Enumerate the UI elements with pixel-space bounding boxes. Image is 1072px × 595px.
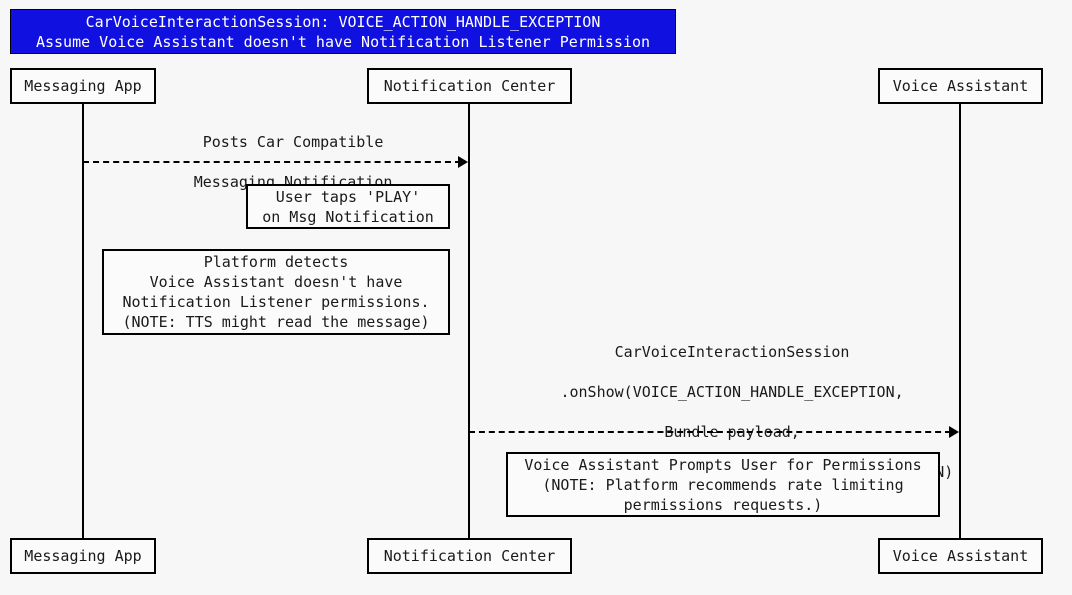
participant-notification-center-bottom[interactable]: Notification Center [367,538,572,574]
note-prompts-user: Voice Assistant Prompts User for Permiss… [506,452,940,517]
participant-label: Notification Center [383,77,556,95]
message-label-line-2: .onShow(VOICE_ACTION_HANDLE_EXCEPTION, [560,383,904,401]
participant-messaging-app-top[interactable]: Messaging App [10,68,156,104]
participant-messaging-app-bottom[interactable]: Messaging App [10,538,156,574]
diagram-title-banner: CarVoiceInteractionSession: VOICE_ACTION… [10,9,676,54]
note-line-2: (NOTE: Platform recommends rate limiting [542,475,904,494]
note-platform-detects: Platform detects Voice Assistant doesn't… [102,249,450,335]
lifeline-notification-center [468,104,470,538]
participant-label: Messaging App [24,77,142,95]
participant-label: Voice Assistant [892,77,1029,95]
participant-voice-assistant-top[interactable]: Voice Assistant [878,68,1043,104]
participant-label: Messaging App [24,547,142,565]
note-line-3: Notification Listener permissions. [122,293,430,311]
note-line-1: User taps 'PLAY' [275,187,421,206]
message-arrow-post-notification [83,161,461,163]
diagram-title-line-1: CarVoiceInteractionSession: VOICE_ACTION… [85,12,601,31]
lifeline-messaging-app [82,104,84,538]
participant-label: Notification Center [383,547,556,565]
participant-notification-center-top[interactable]: Notification Center [367,68,572,104]
participant-voice-assistant-bottom[interactable]: Voice Assistant [878,538,1043,574]
note-line-3: permissions requests.) [623,495,823,514]
message-label-line-1: Posts Car Compatible [202,133,384,151]
diagram-title-line-2: Assume Voice Assistant doesn't have Noti… [35,32,651,51]
message-label-line-1: CarVoiceInteractionSession [614,343,850,361]
note-line-4: (NOTE: TTS might read the message) [122,313,430,331]
lifeline-voice-assistant [959,104,961,538]
note-user-taps-play: User taps 'PLAY' on Msg Notification [246,184,450,229]
note-line-2: Voice Assistant doesn't have [149,273,403,291]
note-line-2: on Msg Notification [262,207,434,226]
arrow-head-on-show [949,426,959,438]
arrow-head-post-notification [458,156,468,168]
participant-label: Voice Assistant [892,547,1029,565]
note-line-1: Platform detects [203,253,349,271]
note-line-1: Voice Assistant Prompts User for Permiss… [524,455,922,474]
message-arrow-on-show [469,431,951,433]
